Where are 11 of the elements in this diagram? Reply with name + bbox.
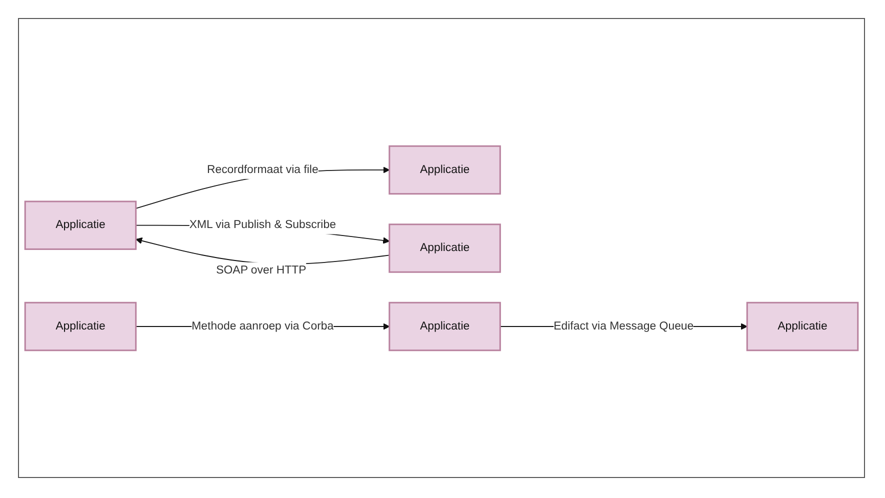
edge-label: Recordformaat via file xyxy=(206,162,318,176)
edge-label: Edifact via Message Queue xyxy=(554,319,694,332)
edge-label: Methode aanroep via Corba xyxy=(192,319,334,332)
edge-label: XML via Publish & Subscribe xyxy=(189,218,336,232)
edge-label: SOAP over HTTP xyxy=(216,263,306,276)
node-box: Applicatie xyxy=(388,145,501,194)
node-box: Applicatie xyxy=(24,302,137,351)
node-box: Applicatie xyxy=(388,223,501,273)
node-box: Applicatie xyxy=(388,302,501,351)
node-box: Applicatie xyxy=(24,200,137,250)
node-box: Applicatie xyxy=(746,302,859,351)
